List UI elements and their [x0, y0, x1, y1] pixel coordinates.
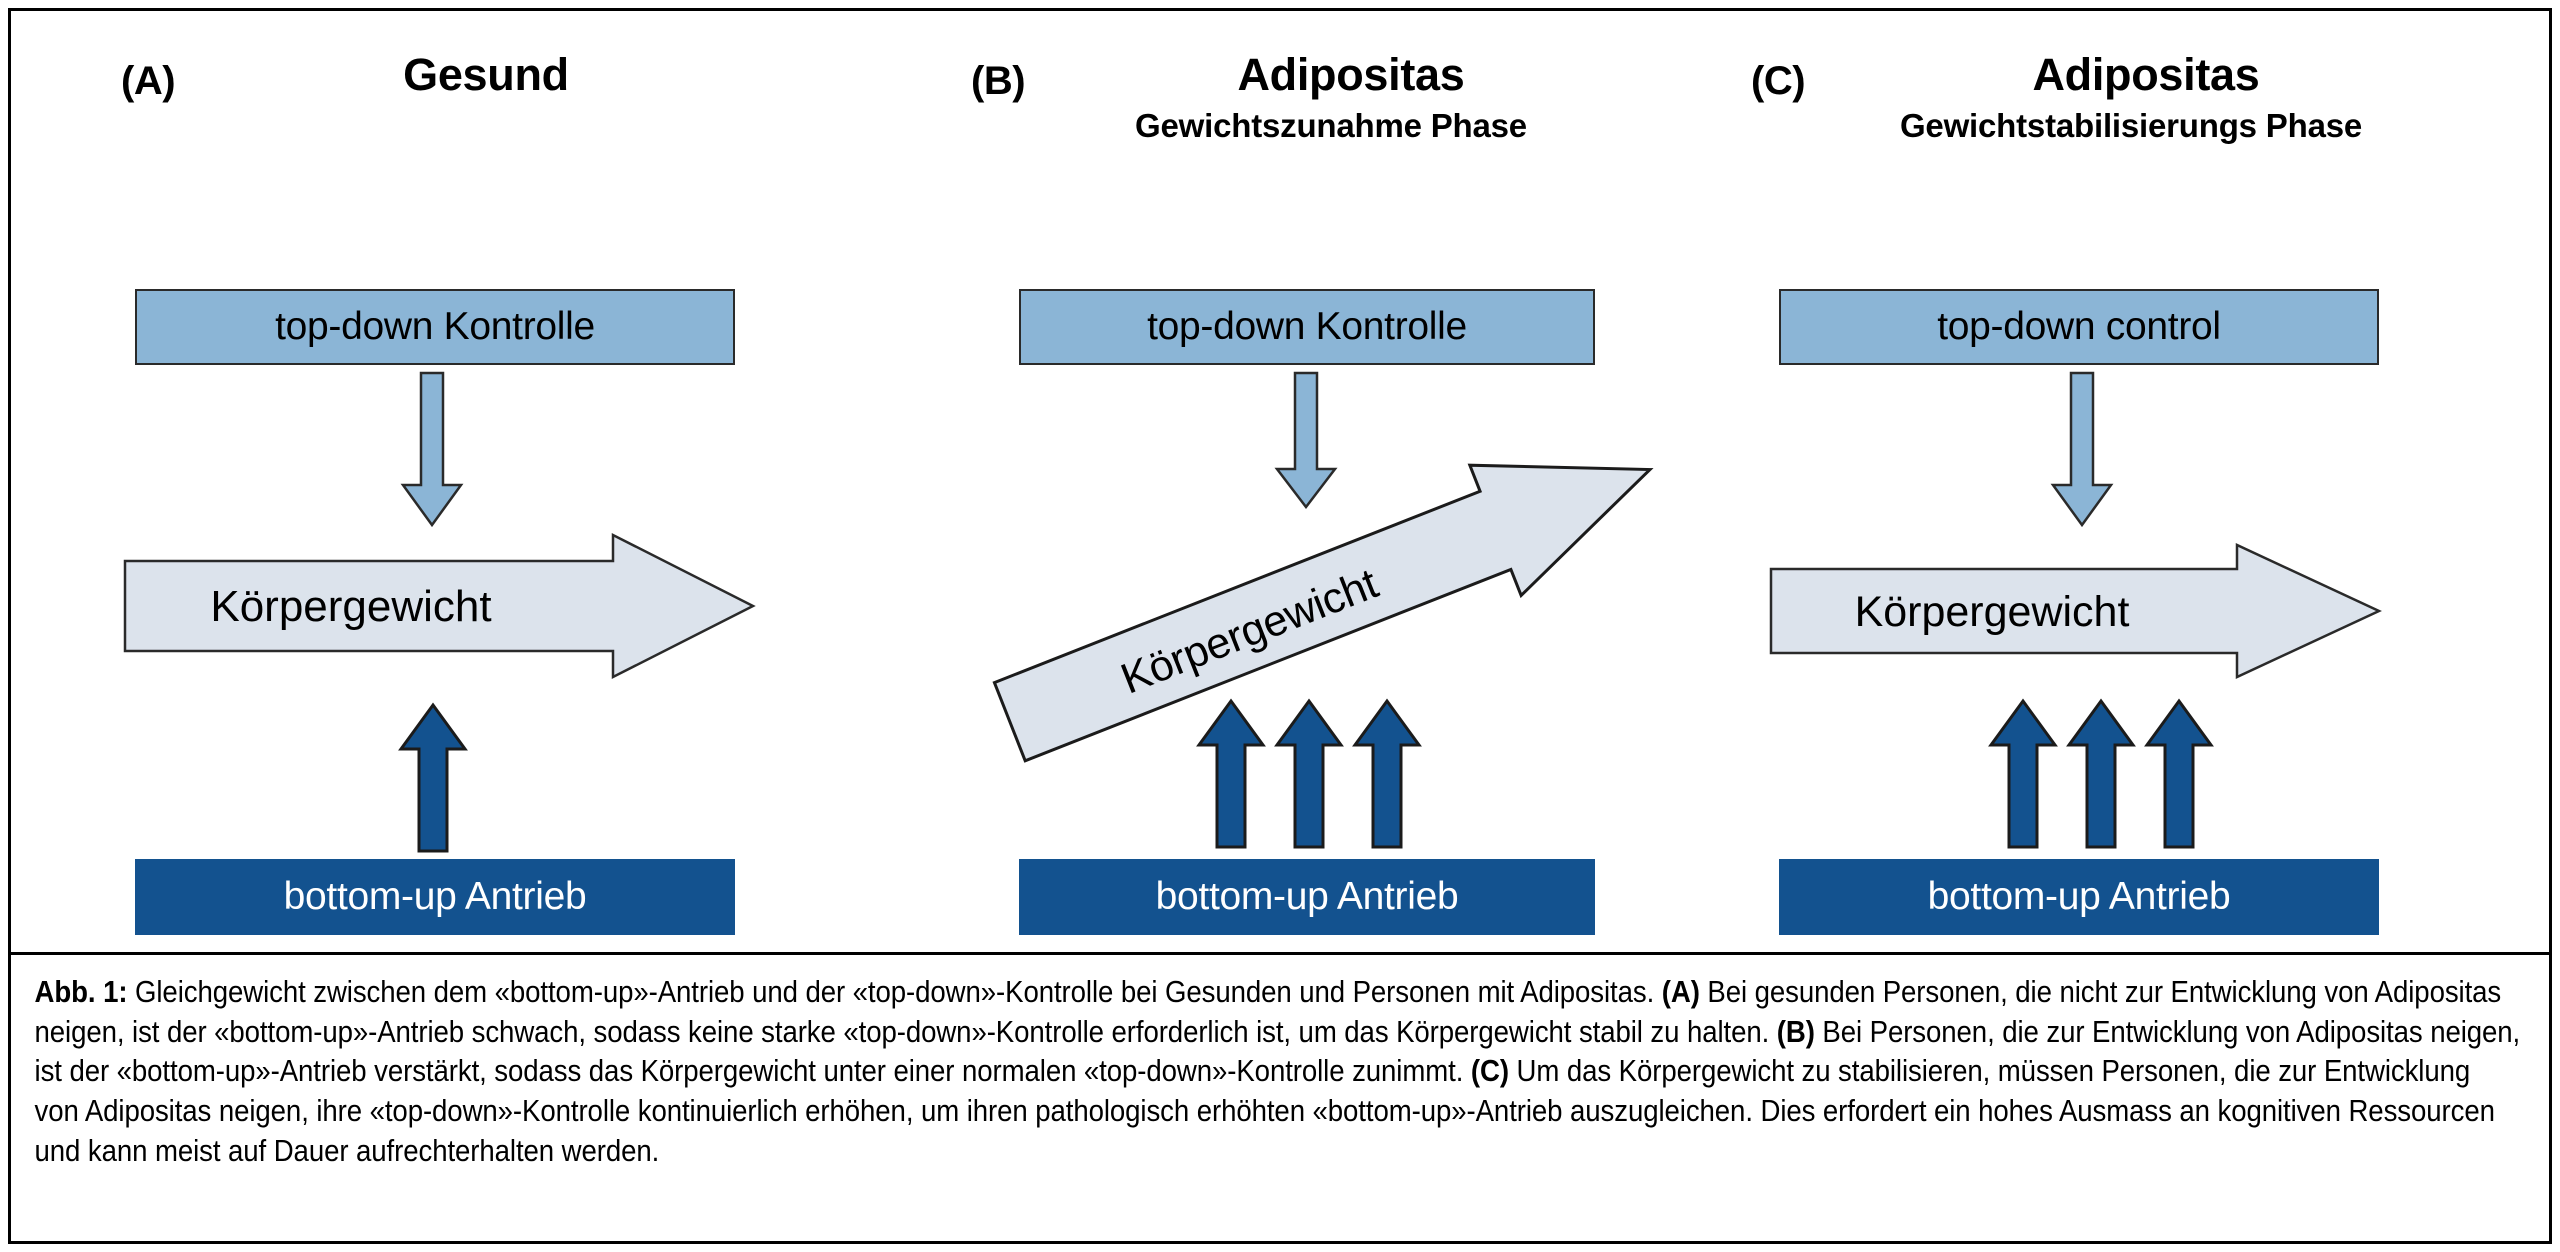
caption-text-3: Bei Personen, die zur Entwicklung von Ad… — [34, 1014, 2521, 1089]
panel-b-header: (B) Adipositas Gewichtszunahme Phase — [951, 51, 1711, 146]
panel-a-bottomup-box: bottom-up Antrieb — [135, 859, 735, 935]
down-arrow-icon — [2050, 371, 2114, 528]
caption-marker-c: (C) — [1470, 1054, 1509, 1089]
bodyweight-arrow-diagonal-wrap: Körpergewicht — [961, 443, 1701, 763]
panel-a-bodyweight-label: Körpergewicht — [210, 582, 491, 631]
figure-caption: Abb. 1: Gleichgewicht zwischen dem «bott… — [11, 955, 2545, 1171]
panel-c-letter: (C) — [1751, 59, 1806, 103]
panel-c-topdown-label: top-down control — [1937, 305, 2221, 348]
caption-text-2: Bei gesunden Personen, die nicht zur Ent… — [34, 975, 2502, 1049]
panel-b-bottomup-label: bottom-up Antrieb — [1155, 875, 1459, 918]
panel-b-topdown-box: top-down Kontrolle — [1019, 289, 1595, 365]
caption-text-4: Um das Körpergewicht zu stabilisieren, m… — [34, 1054, 2495, 1168]
caption-label: Abb. 1: — [34, 975, 128, 1009]
panel-c-subtitle: Gewichtstabilisierungs Phase — [1899, 107, 2363, 145]
panel-a-header: (A) Gesund — [101, 49, 861, 103]
panel-a-bottomup-label: bottom-up Antrieb — [283, 875, 587, 918]
up-arrow-group — [1196, 698, 1422, 849]
panel-c-bodyweight-label: Körpergewicht — [1855, 588, 2130, 636]
panel-b-title: Adipositas — [1237, 49, 1465, 100]
panel-b: (B) Adipositas Gewichtszunahme Phase top… — [951, 11, 1711, 952]
diagram-area: (A) Gesund top-down Kontrolle Körpergewi… — [11, 11, 2549, 955]
bodyweight-arrow-horizontal: Körpergewicht — [123, 532, 756, 680]
panel-a: (A) Gesund top-down Kontrolle Körpergewi… — [101, 11, 861, 952]
up-arrow-group — [398, 702, 468, 853]
panel-a-topdown-label: top-down Kontrolle — [275, 305, 595, 348]
up-arrow-group — [1988, 698, 2214, 849]
panel-c-header: (C) Adipositas Gewichtstabilisierungs Ph… — [1731, 51, 2531, 146]
caption-text-1: Gleichgewicht zwischen dem «bottom-up»-A… — [127, 975, 1662, 1009]
caption-marker-b: (B) — [1776, 1014, 1815, 1049]
panel-c-topdown-box: top-down control — [1779, 289, 2379, 365]
panel-b-subtitle: Gewichtszunahme Phase — [1135, 107, 1527, 145]
down-arrow-icon — [1274, 371, 1338, 510]
panel-b-topdown-label: top-down Kontrolle — [1147, 305, 1467, 348]
panel-b-letter: (B) — [971, 59, 1026, 103]
down-arrow-icon — [400, 371, 464, 528]
figure-frame: (A) Gesund top-down Kontrolle Körpergewi… — [8, 8, 2552, 1244]
bodyweight-arrow-horizontal: Körpergewicht — [1769, 543, 2382, 679]
panel-c-bottomup-box: bottom-up Antrieb — [1779, 859, 2379, 935]
panel-c-bottomup-label: bottom-up Antrieb — [1927, 875, 2231, 918]
panel-b-bottomup-box: bottom-up Antrieb — [1019, 859, 1595, 935]
panel-c-title: Adipositas — [2032, 49, 2260, 100]
panel-a-letter: (A) — [121, 59, 176, 103]
panel-a-topdown-box: top-down Kontrolle — [135, 289, 735, 365]
panel-a-title: Gesund — [403, 49, 569, 100]
caption-marker-a: (A) — [1661, 975, 1700, 1009]
panel-c: (C) Adipositas Gewichtstabilisierungs Ph… — [1731, 11, 2531, 952]
bodyweight-arrow-diagonal: Körpergewicht — [992, 463, 1654, 763]
